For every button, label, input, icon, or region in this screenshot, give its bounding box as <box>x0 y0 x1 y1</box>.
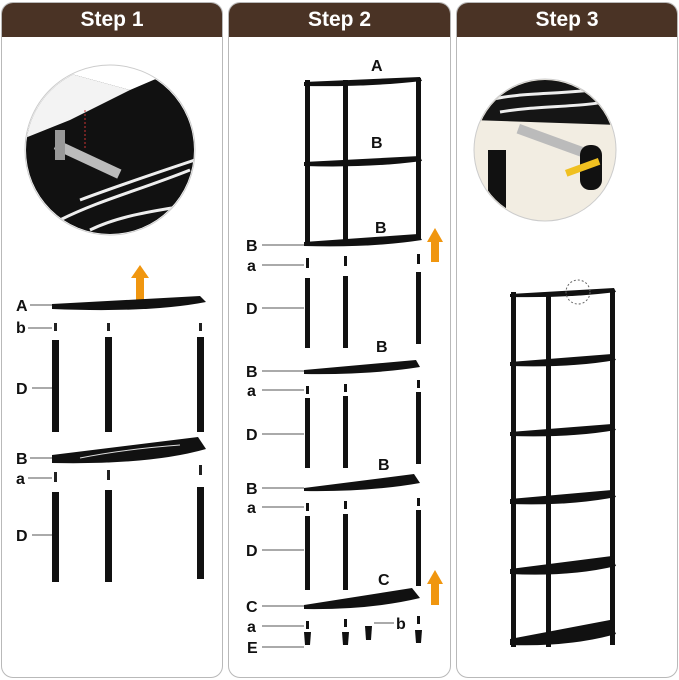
label-D: D <box>16 381 28 398</box>
label-E: E <box>247 640 258 657</box>
step-2-panel: Step 2 <box>228 2 451 678</box>
label-B: B <box>371 135 383 152</box>
label-D: D <box>246 427 258 444</box>
short-connectors-b <box>54 323 202 331</box>
label-A: A <box>16 298 28 315</box>
label-B: B <box>246 238 258 255</box>
label-C: C <box>246 599 258 616</box>
assembled-tower <box>510 288 616 647</box>
step-1-header: Step 1 <box>2 3 222 37</box>
step-2-header: Step 2 <box>229 3 450 37</box>
label-b: b <box>16 320 26 337</box>
step-3-header: Step 3 <box>457 3 677 37</box>
up-arrow-icon <box>427 228 443 262</box>
step-3-detail-zoom <box>473 78 617 222</box>
label-B: B <box>16 451 28 468</box>
legs-D <box>52 337 204 432</box>
label-C: C <box>378 572 390 589</box>
label-B: B <box>376 339 388 356</box>
label-a: a <box>247 258 256 275</box>
label-a: a <box>247 619 256 636</box>
label-D: D <box>246 543 258 560</box>
shelf-A <box>52 296 206 311</box>
label-B: B <box>375 220 387 237</box>
label-B: B <box>246 364 258 381</box>
label-b: b <box>396 616 406 633</box>
label-a: a <box>247 383 256 400</box>
label-D: D <box>16 528 28 545</box>
label-B: B <box>246 481 258 498</box>
step-2-parts <box>304 254 422 645</box>
connectors-a <box>54 465 202 482</box>
detail-indicator-circle <box>565 279 591 305</box>
label-a: a <box>16 471 25 488</box>
label-D: D <box>246 301 258 318</box>
top-tower <box>304 77 422 247</box>
label-B: B <box>378 457 390 474</box>
step-1-detail-zoom <box>24 64 196 236</box>
label-a: a <box>247 500 256 517</box>
label-A: A <box>371 58 383 75</box>
up-arrow-icon <box>427 570 443 605</box>
up-arrow-icon <box>131 265 149 300</box>
legs-D-lower <box>52 487 204 582</box>
